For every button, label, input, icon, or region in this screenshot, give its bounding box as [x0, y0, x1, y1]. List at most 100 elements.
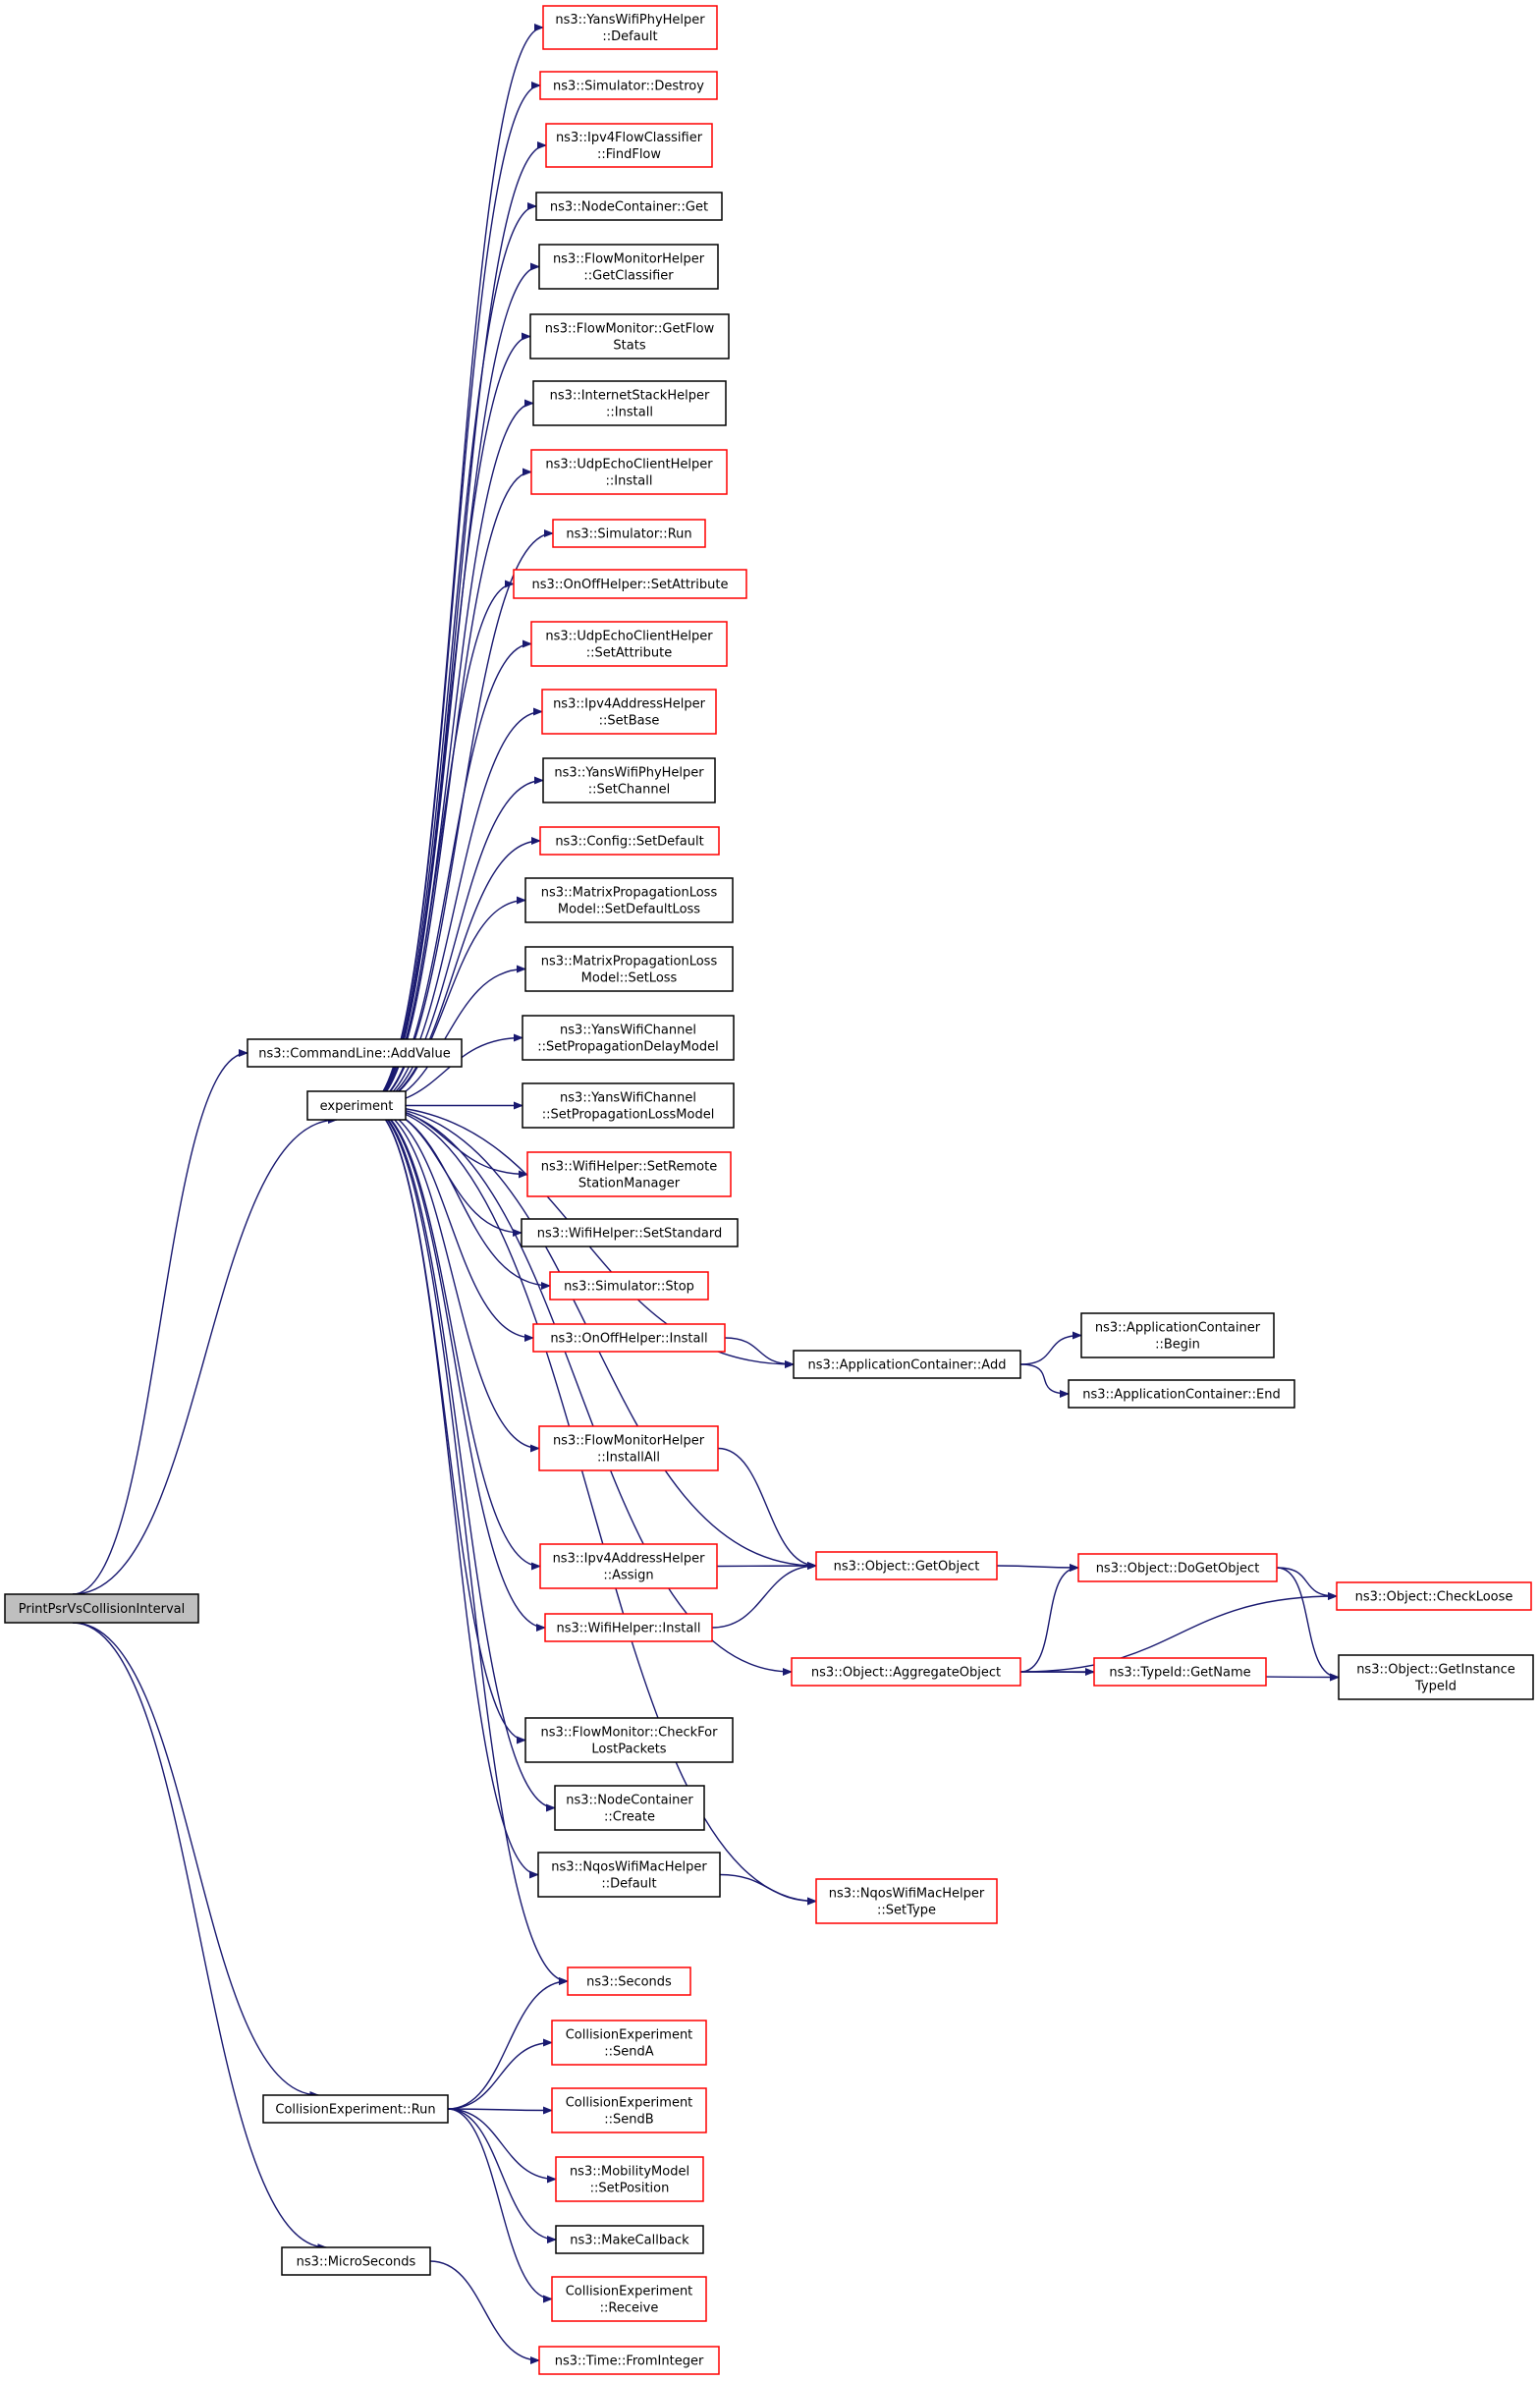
- node-sendB[interactable]: CollisionExperiment::SendB: [551, 2087, 707, 2133]
- node-label: ns3::OnOffHelper::SetAttribute: [532, 578, 729, 592]
- edge-cerun-to-sendA: [447, 2038, 553, 2110]
- node-experiment[interactable]: experiment: [306, 1090, 407, 1121]
- node-matrixsetdefaultloss[interactable]: ns3::MatrixPropagationLossModel::SetDefa…: [524, 877, 734, 923]
- node-box: [539, 826, 720, 856]
- node-getclassifier[interactable]: ns3::FlowMonitorHelper::GetClassifier: [538, 244, 719, 290]
- edge-aggregate-to-checkloose: [1019, 1592, 1338, 1673]
- node-yansphydefault[interactable]: ns3::YansWifiPhyHelper::Default: [542, 5, 718, 50]
- node-label: CollisionExperiment: [566, 2096, 693, 2111]
- node-box: [791, 1657, 1021, 1687]
- node-label: ns3::CommandLine::AddValue: [258, 1047, 451, 1062]
- node-label: ns3::MobilityModel: [570, 2165, 689, 2180]
- edge-root-to-experiment: [72, 1116, 338, 1595]
- edge-experiment-to-wifiinstall: [365, 1104, 546, 1632]
- node-setstandard[interactable]: ns3::WifiHelper::SetStandard: [521, 1218, 739, 1247]
- node-yanssetchannel[interactable]: ns3::YansWifiPhyHelper::SetChannel: [542, 757, 716, 803]
- node-sendA[interactable]: CollisionExperiment::SendA: [551, 2020, 707, 2066]
- node-label: ns3::Simulator::Stop: [564, 1280, 694, 1295]
- edge-experiment-to-ipv4setbase: [365, 707, 543, 1107]
- node-box: [524, 1717, 734, 1763]
- node-nodeget[interactable]: ns3::NodeContainer::Get: [535, 192, 723, 221]
- node-makecallback[interactable]: ns3::MakeCallback: [555, 2225, 704, 2254]
- node-fminstallall[interactable]: ns3::FlowMonitorHelper::InstallAll: [538, 1425, 719, 1471]
- node-label: ns3::Ipv4AddressHelper: [553, 1552, 706, 1567]
- node-ipv4assign[interactable]: ns3::Ipv4AddressHelper::Assign: [539, 1543, 718, 1589]
- node-label: ::Receive: [600, 2301, 659, 2316]
- node-udpsetattr[interactable]: ns3::UdpEchoClientHelper::SetAttribute: [530, 621, 728, 667]
- node-box: [522, 1082, 735, 1129]
- node-label: StationManager: [578, 1177, 681, 1191]
- node-box: [542, 5, 718, 50]
- node-configsetdefault[interactable]: ns3::Config::SetDefault: [539, 826, 720, 856]
- node-seconds[interactable]: ns3::Seconds: [567, 1966, 691, 1996]
- node-box: [281, 2246, 431, 2276]
- node-nqossettype[interactable]: ns3::NqosWifiMacHelper::SetType: [815, 1878, 998, 1924]
- node-label: ns3::MicroSeconds: [297, 2255, 416, 2270]
- node-findflow[interactable]: ns3::Ipv4FlowClassifier::FindFlow: [545, 123, 713, 168]
- edge-cerun-to-setposition: [447, 2108, 557, 2184]
- node-nccreate[interactable]: ns3::NodeContainer::Create: [554, 1785, 705, 1831]
- node-simstop[interactable]: ns3::Simulator::Stop: [549, 1271, 709, 1301]
- node-simdestroy[interactable]: ns3::Simulator::Destroy: [539, 71, 718, 100]
- node-label: ::Begin: [1155, 1338, 1200, 1353]
- node-dogetobject[interactable]: ns3::Object::DoGetObject: [1077, 1553, 1278, 1582]
- edge-cerun-to-seconds: [447, 1977, 569, 2110]
- edge-root-to-cerun: [72, 1622, 320, 2099]
- node-udpinstall[interactable]: ns3::UdpEchoClientHelper::Install: [530, 449, 728, 495]
- edge-experiment-to-simstop: [365, 1104, 551, 1290]
- edge-experiment-to-fminstallall: [365, 1104, 540, 1453]
- node-frominteger[interactable]: ns3::Time::FromInteger: [538, 2346, 720, 2375]
- node-ipv4setbase[interactable]: ns3::Ipv4AddressHelper::SetBase: [541, 689, 717, 735]
- node-box: [522, 1015, 735, 1061]
- node-box: [549, 1271, 709, 1301]
- node-label: CollisionExperiment::Run: [275, 2103, 435, 2118]
- node-microseconds[interactable]: ns3::MicroSeconds: [281, 2246, 431, 2276]
- node-box: [262, 2094, 449, 2124]
- node-onoffinstall[interactable]: ns3::OnOffHelper::Install: [532, 1323, 726, 1353]
- node-append[interactable]: ns3::ApplicationContainer::End: [1068, 1379, 1295, 1409]
- node-appbegin[interactable]: ns3::ApplicationContainer::Begin: [1080, 1312, 1275, 1358]
- edge-experiment-to-nqosdefault: [365, 1104, 539, 1879]
- node-label: ns3::TypeId::GetName: [1109, 1666, 1250, 1681]
- node-onoffsetattr[interactable]: ns3::OnOffHelper::SetAttribute: [513, 569, 747, 599]
- node-label: ::SetAttribute: [586, 646, 673, 661]
- node-typeidgetname[interactable]: ns3::TypeId::GetName: [1093, 1657, 1267, 1687]
- node-label: ::SendB: [604, 2113, 653, 2128]
- node-appadd[interactable]: ns3::ApplicationContainer::Add: [793, 1350, 1021, 1379]
- node-aggregate[interactable]: ns3::Object::AggregateObject: [791, 1657, 1021, 1687]
- node-box: [542, 757, 716, 803]
- node-addvalue[interactable]: ns3::CommandLine::AddValue: [247, 1038, 463, 1068]
- node-box: [815, 1878, 998, 1924]
- edge-dogetobject-to-checkloose: [1276, 1567, 1338, 1600]
- node-receive[interactable]: CollisionExperiment::Receive: [551, 2276, 707, 2322]
- node-wifiinstall[interactable]: ns3::WifiHelper::Install: [544, 1613, 713, 1642]
- node-box: [538, 244, 719, 290]
- node-box: [535, 192, 723, 221]
- node-box: [552, 519, 706, 548]
- node-internetinstall[interactable]: ns3::InternetStackHelper::Install: [532, 380, 727, 426]
- node-simrun[interactable]: ns3::Simulator::Run: [552, 519, 706, 548]
- node-label: Model::SetLoss: [581, 971, 678, 986]
- node-setpropdelay[interactable]: ns3::YansWifiChannel::SetPropagationDela…: [522, 1015, 735, 1061]
- edge-appadd-to-append: [1019, 1363, 1070, 1398]
- node-box: [544, 1613, 713, 1642]
- node-setproploss[interactable]: ns3::YansWifiChannel::SetPropagationLoss…: [522, 1082, 735, 1129]
- node-box: [1068, 1379, 1295, 1409]
- node-getobject[interactable]: ns3::Object::GetObject: [815, 1551, 998, 1580]
- node-label: ns3::Config::SetDefault: [555, 835, 703, 850]
- node-cerun[interactable]: CollisionExperiment::Run: [262, 2094, 449, 2124]
- edge-root-to-microseconds: [72, 1622, 328, 2251]
- node-setposition[interactable]: ns3::MobilityModel::SetPosition: [555, 2156, 704, 2202]
- node-root[interactable]: PrintPsrVsCollisionInterval: [4, 1593, 199, 1624]
- edge-experiment-to-onoffsetattr: [365, 580, 515, 1107]
- node-nqosdefault[interactable]: ns3::NqosWifiMacHelper::Default: [537, 1852, 721, 1898]
- node-label: ns3::ApplicationContainer: [1095, 1321, 1261, 1336]
- node-checkloose[interactable]: ns3::Object::CheckLoose: [1336, 1581, 1532, 1611]
- node-label: ns3::Time::FromInteger: [555, 2354, 704, 2369]
